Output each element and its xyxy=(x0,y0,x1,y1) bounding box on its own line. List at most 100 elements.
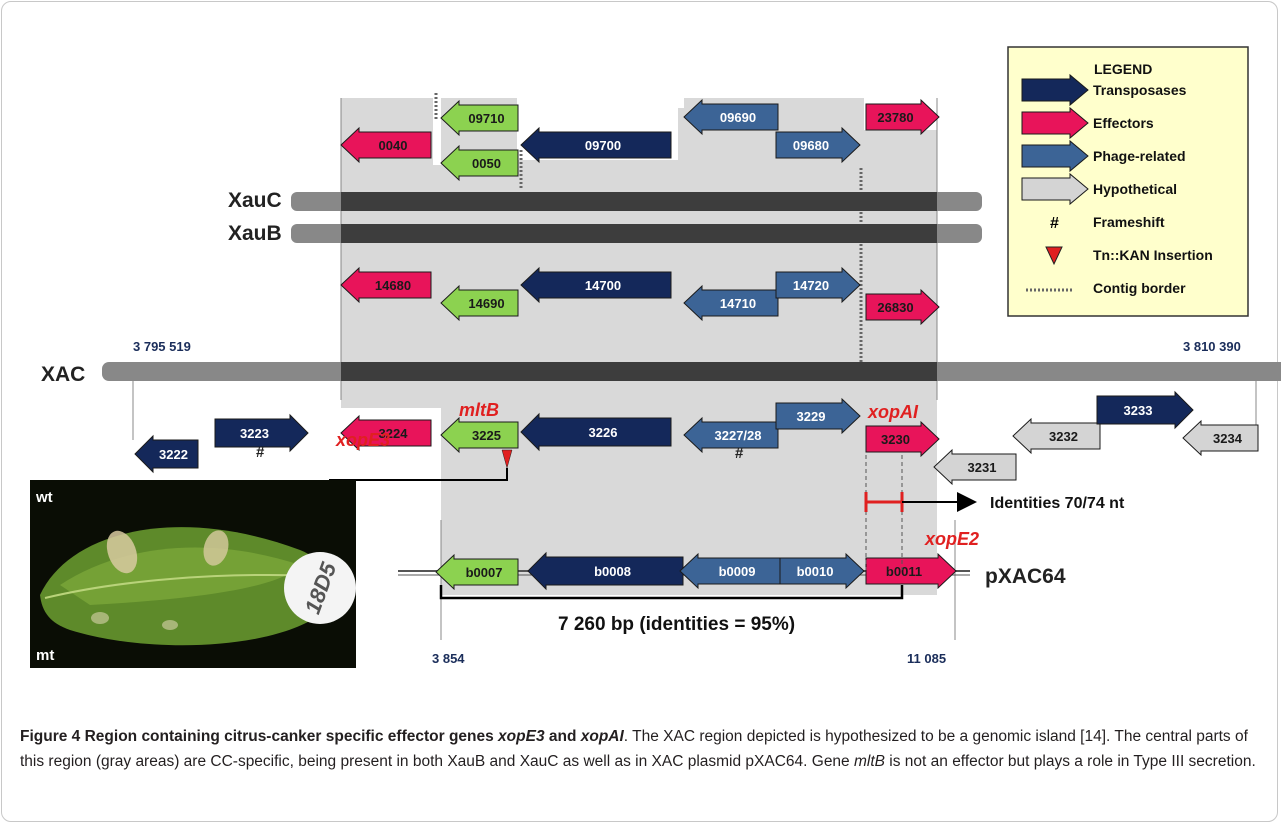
legend-label: Transposases xyxy=(1093,82,1187,98)
xac-label: XAC xyxy=(41,363,85,386)
gene-arrow-shape xyxy=(779,552,865,590)
gene-arrow-shape xyxy=(865,288,940,326)
caption-title: Region containing citrus-canker specific… xyxy=(84,728,499,745)
caption-gene-1: xopE3 xyxy=(498,728,545,745)
gene-arrow-shape xyxy=(520,412,672,452)
gene-label: 0040 xyxy=(379,138,408,153)
gene-label: 14720 xyxy=(793,278,829,293)
legend-label: Phage-related xyxy=(1093,148,1186,164)
legend-label: Tn::KAN Insertion xyxy=(1093,247,1213,263)
shaded-region-mid xyxy=(341,398,937,408)
gene-arrow-shape xyxy=(435,553,519,591)
gene-label: 3224 xyxy=(379,426,409,441)
gene-label: 14700 xyxy=(585,278,621,293)
gene-label: 3226 xyxy=(589,425,618,440)
lesion-spot xyxy=(162,620,178,630)
gene-label: 14710 xyxy=(720,296,756,311)
legend-item: Phage-related xyxy=(1021,139,1186,173)
gene-arrow-shape xyxy=(520,266,672,304)
mt-label: mt xyxy=(36,647,54,664)
gene-label: 3233 xyxy=(1124,403,1153,418)
gene-b0010: b0010 xyxy=(779,552,865,590)
gene-arrow-shape xyxy=(865,552,957,590)
gene-3231: 3231 xyxy=(933,448,1017,486)
gene-14710: 14710 xyxy=(683,284,779,322)
p-end-coord: 11 085 xyxy=(907,651,946,666)
figure-caption: Figure 4 Region containing citrus-canker… xyxy=(20,724,1260,774)
gene-arrow-shape xyxy=(440,99,519,137)
gene-arrow-shape xyxy=(214,413,309,453)
caption-title-end: . xyxy=(623,728,629,745)
legend-swatch xyxy=(1021,172,1089,206)
gene-label: 26830 xyxy=(877,300,913,315)
legend-title: LEGEND xyxy=(1094,61,1152,77)
gene-arrow-shape xyxy=(527,551,684,591)
gene-arrow-shape xyxy=(775,266,861,304)
legend-item: Effectors xyxy=(1021,106,1154,140)
gene-label: 0050 xyxy=(472,156,501,171)
gene-arrow-shape xyxy=(1182,419,1259,457)
gene-3223: 3223 xyxy=(214,413,309,453)
gene-label: 3223 xyxy=(240,426,269,441)
gene-23780: 23780 xyxy=(865,98,940,136)
span-bracket xyxy=(439,585,904,600)
xauc-label: XauC xyxy=(228,189,282,212)
xauc-track-dark xyxy=(341,192,937,211)
gene-label: 23780 xyxy=(877,110,913,125)
gene-3230: 3230 xyxy=(865,420,940,458)
gene-label: b0009 xyxy=(719,564,756,579)
gene-3224: 3224 xyxy=(340,414,432,452)
gene-arrow-shape xyxy=(683,284,779,322)
caption-gene-mltb: mltB xyxy=(853,753,885,770)
caption-body-2: is not an effector but plays a role in T… xyxy=(884,753,1256,770)
gene-arrow-shape xyxy=(775,397,861,435)
gene-09710: 09710 xyxy=(440,99,519,137)
legend: LEGEND TransposasesEffectorsPhage-relate… xyxy=(1007,46,1249,317)
gene-14700: 14700 xyxy=(520,266,672,304)
gene-09690: 09690 xyxy=(683,98,779,136)
legend-item: #Frameshift xyxy=(1050,214,1165,232)
gene-arrow-shape xyxy=(440,144,519,182)
caption-body: The XAC region depicted is hypothesized … xyxy=(20,728,1248,770)
xopE3-label: xopE3 xyxy=(335,430,390,450)
lesion-spot xyxy=(106,530,138,574)
gene-arrow-shape xyxy=(679,552,781,590)
gene-14720: 14720 xyxy=(775,266,861,304)
caption-title-mid: and xyxy=(544,728,581,745)
gene-label: b0011 xyxy=(886,564,922,579)
xac-track-dark xyxy=(341,362,937,381)
gene-label: 3225 xyxy=(472,428,501,443)
gene-09680: 09680 xyxy=(775,126,861,164)
p-start-coord: 3 854 xyxy=(432,651,465,666)
gene-arrow-shape xyxy=(683,98,779,136)
gene-label: b0007 xyxy=(466,565,503,580)
xopAI-label: xopAI xyxy=(867,402,919,422)
caption-gene-2: xopAI xyxy=(580,728,624,745)
gene-3226: 3226 xyxy=(520,412,672,452)
gene-3225: 3225 xyxy=(440,416,519,454)
gene-label: 09710 xyxy=(468,111,504,126)
gene-label: 14690 xyxy=(468,296,504,311)
gene-arrow-shape xyxy=(440,284,519,322)
genomic-island-diagram: XauC XauB XAC pXAC64 3 795 519 3 810 390… xyxy=(41,46,1281,666)
gene-label: 3231 xyxy=(968,460,997,475)
gene-label: 3230 xyxy=(881,432,910,447)
frameshift-mark: # xyxy=(256,444,265,461)
gene-arrow-shape xyxy=(1096,390,1194,430)
wt-label: wt xyxy=(35,489,53,506)
legend-swatch xyxy=(1021,106,1089,140)
legend-swatch xyxy=(1021,73,1089,107)
identities-label: Identities 70/74 nt xyxy=(990,495,1125,512)
legend-label: Frameshift xyxy=(1093,214,1165,230)
gene-3222: 3222 xyxy=(134,434,199,474)
legend-label: Effectors xyxy=(1093,115,1154,131)
gene-arrow-shape xyxy=(683,416,779,454)
gene-b0007: b0007 xyxy=(435,553,519,591)
gene-label: 3232 xyxy=(1049,429,1078,444)
gene-label: 09690 xyxy=(720,110,756,125)
legend-item: Tn::KAN Insertion xyxy=(1045,246,1213,266)
tn-kan-insertion-marker xyxy=(501,449,513,469)
gene-3229: 3229 xyxy=(775,397,861,435)
gene-arrow-shape xyxy=(775,126,861,164)
